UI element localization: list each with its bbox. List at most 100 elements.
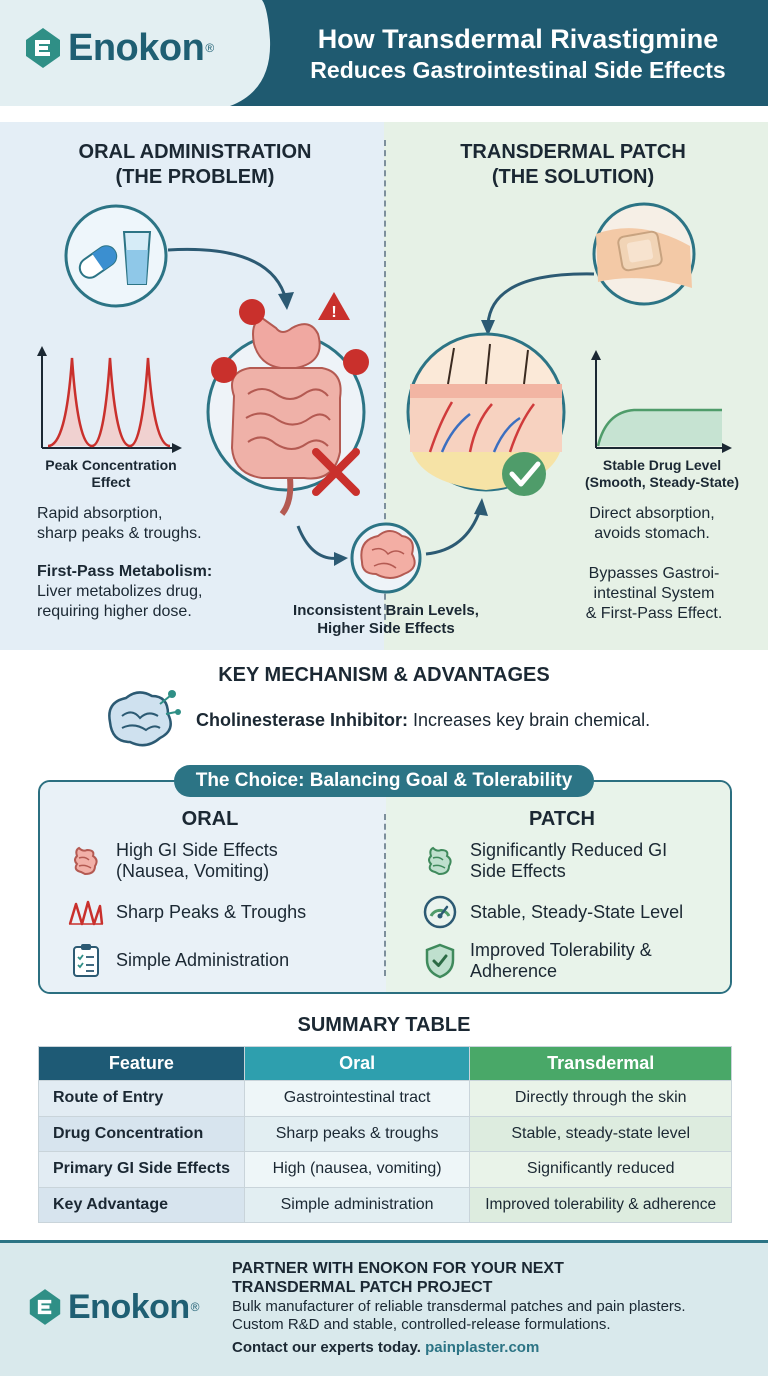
footer-website-link[interactable]: painplaster.com (425, 1339, 540, 1356)
oral-text-2-line2: requiring higher dose. (37, 603, 192, 620)
table-row: Route of Entry Gastrointestinal tract Di… (38, 1080, 732, 1117)
table-cell-feature: Key Advantage (38, 1186, 245, 1223)
table-cell-transdermal: Stable, steady-state level (469, 1115, 732, 1152)
digestive-system-icon: ! (206, 292, 369, 516)
table-row: Key Advantage Simple administration Impr… (38, 1186, 732, 1223)
table-cell-feature: Primary GI Side Effects (38, 1151, 245, 1188)
page-title-line1: How Transdermal Rivastigmine (317, 24, 719, 54)
patch-text-2-line3: & First-Pass Effect. (585, 605, 723, 622)
key-mechanism-desc: Increases key brain chemical. (408, 710, 651, 730)
peak-concentration-chart (37, 346, 182, 453)
footer-contact: Contact our experts today. painplaster.c… (232, 1338, 752, 1358)
choice-patch-item-tolerability-line1: Improved Tolerability & (470, 940, 652, 960)
patch-text-1-line2: avoids stomach. (594, 525, 710, 542)
oral-title: ORAL ADMINISTRATION (THE PROBLEM) (40, 140, 350, 190)
gauge-icon (422, 894, 458, 930)
header: Enokon® How Transdermal Rivastigmine Red… (0, 0, 768, 106)
oral-title-line2: (THE PROBLEM) (115, 166, 275, 188)
table-row: Drug Concentration Sharp peaks & troughs… (38, 1115, 732, 1152)
patch-title-line1: TRANSDERMAL PATCH (460, 141, 686, 163)
stomach-icon (422, 843, 458, 879)
enokon-logo-icon (26, 28, 60, 68)
choice-oral-item-simple-label: Simple Administration (116, 949, 290, 970)
peaks-icon (68, 894, 104, 930)
choice-oral-item-peaks: Sharp Peaks & Troughs (68, 894, 306, 930)
key-mechanism-text: Cholinesterase Inhibitor: Increases key … (196, 710, 650, 731)
patch-text-2-line1: Bypasses Gastroi- (588, 565, 720, 582)
checklist-icon (68, 942, 104, 978)
steady-caption-line2: (Smooth, Steady-State) (584, 474, 739, 490)
footer-brand-name: Enokon (68, 1287, 190, 1326)
patch-title: TRANSDERMAL PATCH (THE SOLUTION) (418, 140, 728, 190)
enokon-logo-icon (29, 1289, 61, 1325)
first-pass-label: First-Pass Metabolism: (37, 563, 213, 580)
table-cell-transdermal: Improved tolerability & adherence (469, 1186, 732, 1223)
table-cell-transdermal: Directly through the skin (469, 1080, 732, 1117)
choice-title-pill: The Choice: Balancing Goal & Tolerabilit… (174, 765, 594, 797)
page-title-line2: Reduces Gastrointestinal Side Effects (310, 57, 726, 83)
header-logo[interactable]: Enokon® (24, 26, 214, 70)
peak-caption-line1: Peak Concentration (45, 457, 177, 473)
summary-header-feature: Feature (38, 1046, 245, 1081)
table-row: Primary GI Side Effects High (nausea, vo… (38, 1151, 732, 1188)
shield-check-icon (422, 943, 458, 979)
oral-text-1-line2: sharp peaks & troughs. (37, 525, 202, 542)
choice-box (38, 780, 732, 994)
key-mechanism-title: KEY MECHANISM & ADVANTAGES (218, 664, 550, 686)
patch-text-1-line1: Direct absorption, (589, 505, 715, 522)
footer-text: PARTNER WITH ENOKON FOR YOUR NEXT TRANSD… (232, 1259, 752, 1358)
pill-glass-icon (64, 204, 168, 308)
oral-title-line1: ORAL ADMINISTRATION (78, 141, 312, 163)
table-cell-feature: Drug Concentration (38, 1115, 245, 1152)
patch-title-line2: (THE SOLUTION) (491, 166, 655, 188)
choice-oral-item-gi-line2: (Nausea, Vomiting) (116, 861, 270, 881)
brain-network-icon (108, 690, 181, 747)
summary-header-oral: Oral (243, 1046, 471, 1081)
brain-caption: Inconsistent Brain Levels, Higher Side E… (276, 602, 496, 638)
patch-text-2: Bypasses Gastroi- intestinal System & Fi… (556, 564, 752, 624)
oral-text-2: First-Pass Metabolism: Liver metabolizes… (37, 562, 257, 622)
choice-patch-item-stable: Stable, Steady-State Level (422, 894, 683, 930)
brain-caption-line2: Higher Side Effects (317, 620, 455, 637)
footer-logo[interactable]: Enokon® (28, 1287, 200, 1327)
key-mechanism-bold: Cholinesterase Inhibitor: (196, 710, 409, 730)
table-cell-oral: Gastrointestinal tract (243, 1080, 471, 1117)
table-cell-oral: Sharp peaks & troughs (243, 1115, 471, 1152)
table-cell-oral: Simple administration (243, 1186, 471, 1223)
header-band (230, 0, 768, 106)
brain-icon (350, 522, 422, 594)
patch-text-1: Direct absorption, avoids stomach. (560, 504, 744, 544)
summary-table: Feature Oral Transdermal Route of Entry … (38, 1046, 732, 1223)
footer-body-line2: Custom R&D and stable, controlled-releas… (232, 1316, 611, 1333)
steady-caption-line1: Stable Drug Level (602, 457, 722, 473)
choice-oral-head: ORAL (181, 808, 239, 830)
summary-table-title: SUMMARY TABLE (297, 1014, 471, 1036)
choice-oral-item-simple: Simple Administration (68, 942, 289, 978)
table-cell-feature: Route of Entry (38, 1080, 245, 1117)
choice-patch-item-tolerability: Improved Tolerability & Adherence (422, 940, 652, 982)
brand-registered: ® (205, 41, 215, 55)
steady-chart-caption: Stable Drug Level (Smooth, Steady-State) (580, 457, 744, 491)
oral-text-1-line1: Rapid absorption, (37, 505, 163, 522)
choice-patch-item-gi-line2: Side Effects (470, 861, 566, 881)
choice-patch-item-gi: Significantly Reduced GI Side Effects (422, 840, 667, 882)
footer-body-line1: Bulk manufacturer of reliable transderma… (232, 1298, 686, 1315)
choice-oral-item-gi: High GI Side Effects (Nausea, Vomiting) (68, 840, 278, 882)
oral-text-2-line1: Liver metabolizes drug, (37, 583, 203, 600)
brain-caption-line1: Inconsistent Brain Levels, (293, 602, 479, 619)
summary-header-transdermal: Transdermal (469, 1046, 732, 1081)
choice-divider (384, 814, 386, 976)
footer-heading-line2: TRANSDERMAL PATCH PROJECT (232, 1279, 493, 1296)
footer-heading-line1: PARTNER WITH ENOKON FOR YOUR NEXT (232, 1260, 564, 1277)
peak-chart-caption: Peak Concentration Effect (38, 457, 184, 491)
stomach-icon (68, 843, 104, 879)
choice-patch-item-stable-label: Stable, Steady-State Level (470, 901, 684, 922)
choice-oral-item-gi-line1: High GI Side Effects (116, 840, 278, 860)
table-cell-oral: High (nausea, vomiting) (243, 1151, 471, 1188)
peak-caption-line2: Effect (91, 474, 131, 490)
brand-name: Enokon (68, 26, 205, 69)
patch-arm-icon (592, 202, 696, 306)
oral-text-1: Rapid absorption, sharp peaks & troughs. (37, 504, 257, 544)
choice-oral-item-peaks-label: Sharp Peaks & Troughs (116, 901, 307, 922)
skin-layers-icon (406, 332, 566, 496)
